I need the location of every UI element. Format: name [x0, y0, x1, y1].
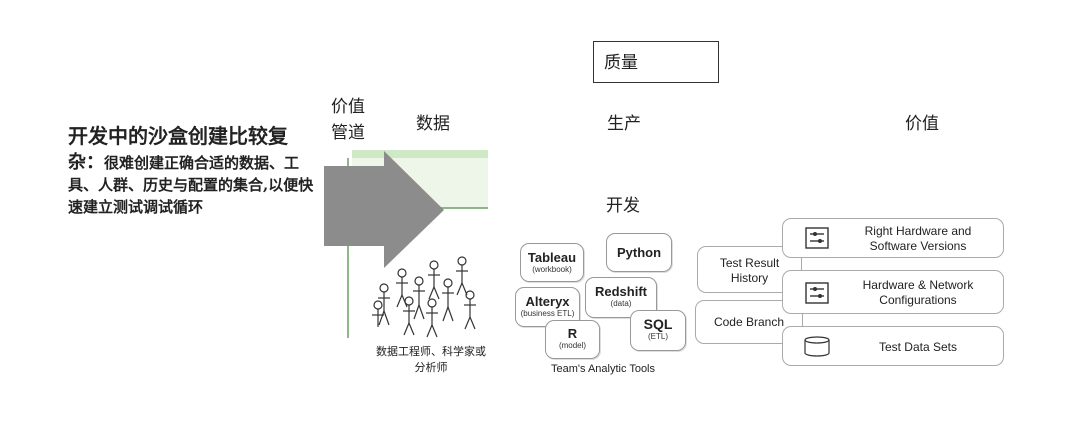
sandbox-heading: 开发中的沙盒创建比较复 — [68, 124, 288, 148]
people-caption: 数据工程师、科学家或 分析师 — [376, 345, 486, 374]
people-crowd-icon — [372, 256, 476, 338]
value-column-label: 价值 — [905, 114, 939, 134]
sandbox-description: 杂：很难创建正确合适的数据、工具、人群、历史与配置的集合,以便快速建立测试调试循… — [68, 152, 323, 218]
test-result-history-label: Test Result History — [719, 256, 780, 285]
quality-box: 质量 — [593, 41, 719, 83]
development-row-label: 开发 — [606, 196, 640, 216]
tool-tableau-sub: (workbook) — [532, 265, 572, 274]
tool-python-name: Python — [616, 245, 662, 260]
database-icon — [804, 336, 830, 357]
tool-sql-name: SQL — [643, 316, 673, 332]
tool-redshift-name: Redshift — [595, 284, 647, 299]
tool-python: Python — [606, 233, 672, 272]
sandbox-description-text: 很难创建正确合适的数据、工具、人群、历史与配置的集合,以便快速建立测试调试循环 — [68, 154, 314, 216]
test-data-sets-box: Test Data Sets — [782, 326, 1004, 366]
tool-alteryx-sub: (business ETL) — [520, 309, 575, 318]
tool-r-name: R — [567, 326, 578, 341]
pipeline-graphic — [324, 150, 488, 338]
hardware-software-label: Right Hardware and Software Versions — [864, 224, 972, 253]
hardware-software-box: Right Hardware and Software Versions — [782, 218, 1004, 258]
code-branch-label: Code Branch — [713, 315, 785, 329]
tool-tableau-name: Tableau — [527, 250, 577, 265]
hardware-network-label: Hardware & Network Configurations — [862, 278, 974, 307]
tool-r: R (model) — [545, 320, 600, 359]
tool-alteryx-name: Alteryx — [525, 294, 570, 309]
value-pipeline-label: 价值 管道 — [331, 97, 365, 143]
network-config-icon — [805, 282, 829, 304]
production-column-label: 生产 — [607, 114, 641, 134]
green-band — [352, 150, 488, 158]
tools-caption: Team's Analytic Tools — [551, 363, 656, 375]
tool-sql-sub: (ETL) — [648, 332, 668, 341]
hardware-network-box: Hardware & Network Configurations — [782, 270, 1004, 314]
test-data-sets-label: Test Data Sets — [878, 340, 958, 354]
data-column-label: 数据 — [416, 114, 450, 134]
sandbox-description-lead: 杂： — [68, 152, 104, 173]
tool-tableau: Tableau (workbook) — [520, 243, 584, 282]
tool-sql: SQL (ETL) — [630, 310, 686, 351]
tool-r-sub: (model) — [558, 341, 587, 350]
pipeline-arrow — [324, 151, 444, 268]
tool-redshift-sub: (data) — [610, 299, 632, 308]
config-icon — [805, 227, 829, 249]
